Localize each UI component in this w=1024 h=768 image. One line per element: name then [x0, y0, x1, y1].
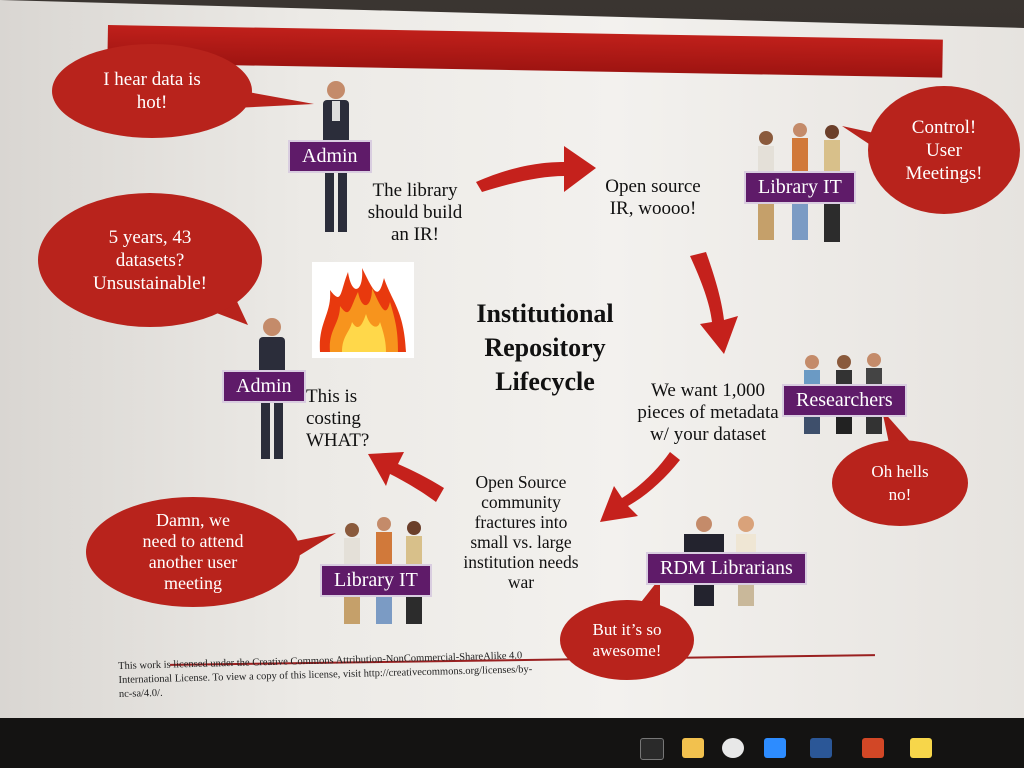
caption-open-source: Open source IR, woooo! — [605, 176, 701, 219]
admin-figure-top — [323, 81, 349, 232]
explorer-icon[interactable] — [682, 738, 704, 758]
label-researchers: Researchers — [782, 384, 907, 417]
label-library-it-bottom: Library IT — [320, 564, 432, 597]
caption-costing: This is costing WHAT? — [306, 386, 370, 451]
powerpoint-icon[interactable] — [862, 738, 884, 758]
bubble-shape — [842, 86, 1020, 214]
caption-build-ir: The library should build an IR! — [367, 180, 463, 245]
bubble-shape — [832, 410, 968, 526]
bubble-admin-top: I hear data is hot! — [52, 44, 314, 138]
caption-community: Open Source community fractures into sma… — [463, 472, 579, 592]
bubble-researchers: Oh hells no! — [832, 410, 968, 526]
task-view-icon[interactable] — [640, 738, 664, 760]
diagram-title: Institutional Repository Lifecycle — [476, 299, 614, 396]
flames-icon — [319, 268, 406, 352]
label-admin-left: Admin — [222, 370, 306, 403]
label-admin-top: Admin — [288, 140, 372, 173]
arrow-to-costing — [368, 452, 444, 502]
label-rdm-librarians: RDM Librarians — [646, 552, 807, 585]
label-library-it-top: Library IT — [744, 171, 856, 204]
caption-metadata: We want 1,000 pieces of metadata w/ your… — [637, 380, 779, 445]
bubble-admin-left: 5 years, 43 datasets? Unsustainable! — [38, 193, 262, 327]
bubble-shape — [38, 193, 262, 327]
zoom-icon[interactable] — [764, 738, 786, 758]
bubble-shape — [86, 497, 336, 607]
fire-image — [312, 262, 414, 358]
bubble-shape — [560, 578, 694, 680]
bubble-rdm: But it’s so awesome! — [560, 578, 694, 680]
bubble-library-it-top: Control! User Meetings! — [842, 86, 1020, 214]
taskbar — [0, 718, 1024, 768]
arrow-to-open-source — [476, 146, 596, 192]
bubble-library-it-bottom: Damn, we need to attend another user mee… — [86, 497, 336, 607]
arrow-to-community — [600, 452, 680, 522]
sticky-notes-icon[interactable] — [910, 738, 932, 758]
license-text: This work is licensed under the Creative… — [118, 650, 533, 700]
chrome-icon[interactable] — [722, 738, 744, 758]
bubble-shape — [52, 44, 314, 138]
arrow-to-researchers — [690, 252, 738, 354]
word-icon[interactable] — [810, 738, 832, 758]
